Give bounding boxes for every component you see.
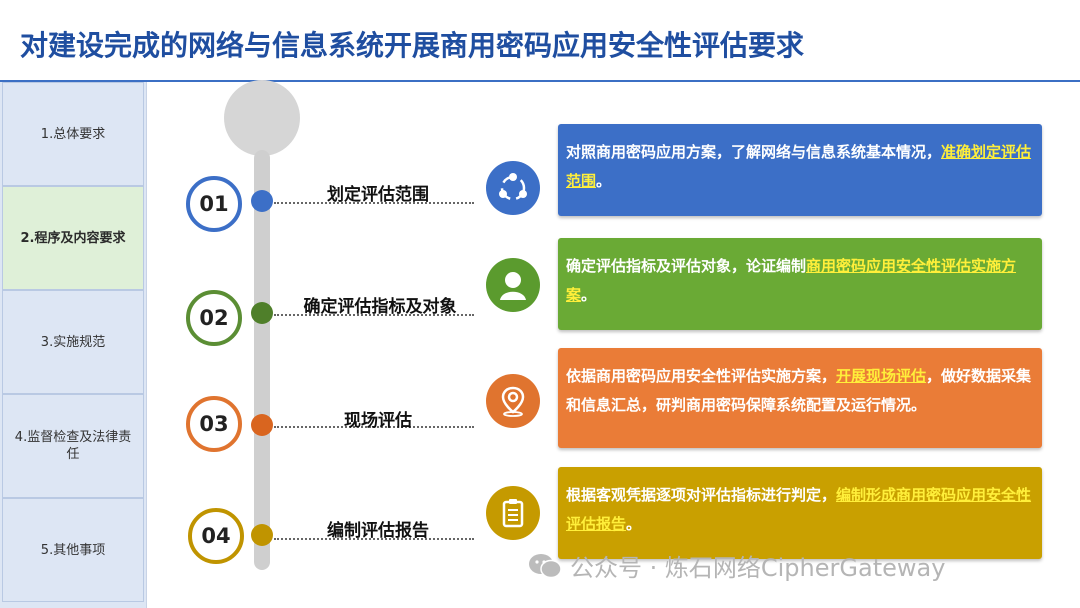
leader-line-02 xyxy=(274,314,474,316)
card-highlight: 编制形成商用密码应用安全性评估报告 xyxy=(566,486,1032,533)
timeline-dot-01 xyxy=(251,190,273,212)
card-text: 根据客观凭据逐项对评估指标进行判定， xyxy=(566,486,837,504)
step-label-04: 编制评估报告 xyxy=(327,521,429,541)
user-icon xyxy=(486,258,540,312)
step-card-01: 对照商用密码应用方案，了解网络与信息系统基本情况，准确划定评估范围。 xyxy=(558,124,1042,216)
sidebar-item-general[interactable]: 1.总体要求 xyxy=(2,82,144,186)
leader-line-04 xyxy=(274,538,474,540)
footer-watermark: 公众号 · 炼石网络CipherGateway xyxy=(528,548,945,583)
sidebar: 1.总体要求 2.程序及内容要求 3.实施规范 4.监督检查及法律责任 5.其他… xyxy=(0,82,147,608)
timeline-track xyxy=(254,150,270,570)
step-card-04: 根据客观凭据逐项对评估指标进行判定，编制形成商用密码应用安全性评估报告。 xyxy=(558,467,1042,559)
card-tail: ，做好数据采集和信息汇总，研判商用密码保障系统配置及运行情况。 xyxy=(566,367,1032,414)
card-text: 依据商用密码应用安全性评估实施方案， xyxy=(566,367,837,385)
step-number-04: 04 xyxy=(188,508,244,564)
header-divider xyxy=(0,80,1080,82)
step-label-01: 划定评估范围 xyxy=(327,185,429,205)
step-label-02: 确定评估指标及对象 xyxy=(303,297,457,317)
page-title: 对建设完成的网络与信息系统开展商用密码应用安全性评估要求 xyxy=(20,29,805,62)
sidebar-item-other[interactable]: 5.其他事项 xyxy=(2,498,144,602)
card-text: 确定评估指标及评估对象，论证编制 xyxy=(566,257,807,275)
card-tail: 。 xyxy=(596,172,612,190)
share-network-icon xyxy=(486,161,540,215)
sidebar-item-supervision[interactable]: 4.监督检查及法律责任 xyxy=(2,394,144,498)
sidebar-item-procedure[interactable]: 2.程序及内容要求 xyxy=(2,186,144,290)
card-text: 对照商用密码应用方案，了解网络与信息系统基本情况， xyxy=(566,143,942,161)
header: 对建设完成的网络与信息系统开展商用密码应用安全性评估要求 xyxy=(0,0,1080,82)
location-pin-icon xyxy=(486,374,540,428)
step-number-01: 01 xyxy=(186,176,242,232)
wechat-icon xyxy=(529,553,562,578)
timeline-cap xyxy=(224,80,300,156)
step-number-02: 02 xyxy=(186,290,242,346)
footer-text: 公众号 · 炼石网络CipherGateway xyxy=(570,554,946,582)
card-highlight: 开展现场评估 xyxy=(836,367,927,385)
step-card-03: 依据商用密码应用安全性评估实施方案，开展现场评估，做好数据采集和信息汇总，研判商… xyxy=(558,348,1042,448)
step-number-03: 03 xyxy=(186,396,242,452)
timeline-dot-03 xyxy=(251,414,273,436)
card-highlight: 商用密码应用安全性评估实施方案 xyxy=(566,257,1017,304)
timeline-dot-04 xyxy=(251,524,273,546)
card-tail: 。 xyxy=(626,515,642,533)
step-card-02: 确定评估指标及评估对象，论证编制商用密码应用安全性评估实施方案。 xyxy=(558,238,1042,330)
clipboard-icon xyxy=(486,486,540,540)
timeline-dot-02 xyxy=(251,302,273,324)
card-highlight: 准确划定评估范围 xyxy=(566,143,1032,190)
card-tail: 。 xyxy=(581,286,597,304)
sidebar-item-implementation[interactable]: 3.实施规范 xyxy=(2,290,144,394)
step-label-03: 现场评估 xyxy=(344,411,412,431)
leader-line-03 xyxy=(274,426,474,428)
leader-line-01 xyxy=(274,202,474,204)
